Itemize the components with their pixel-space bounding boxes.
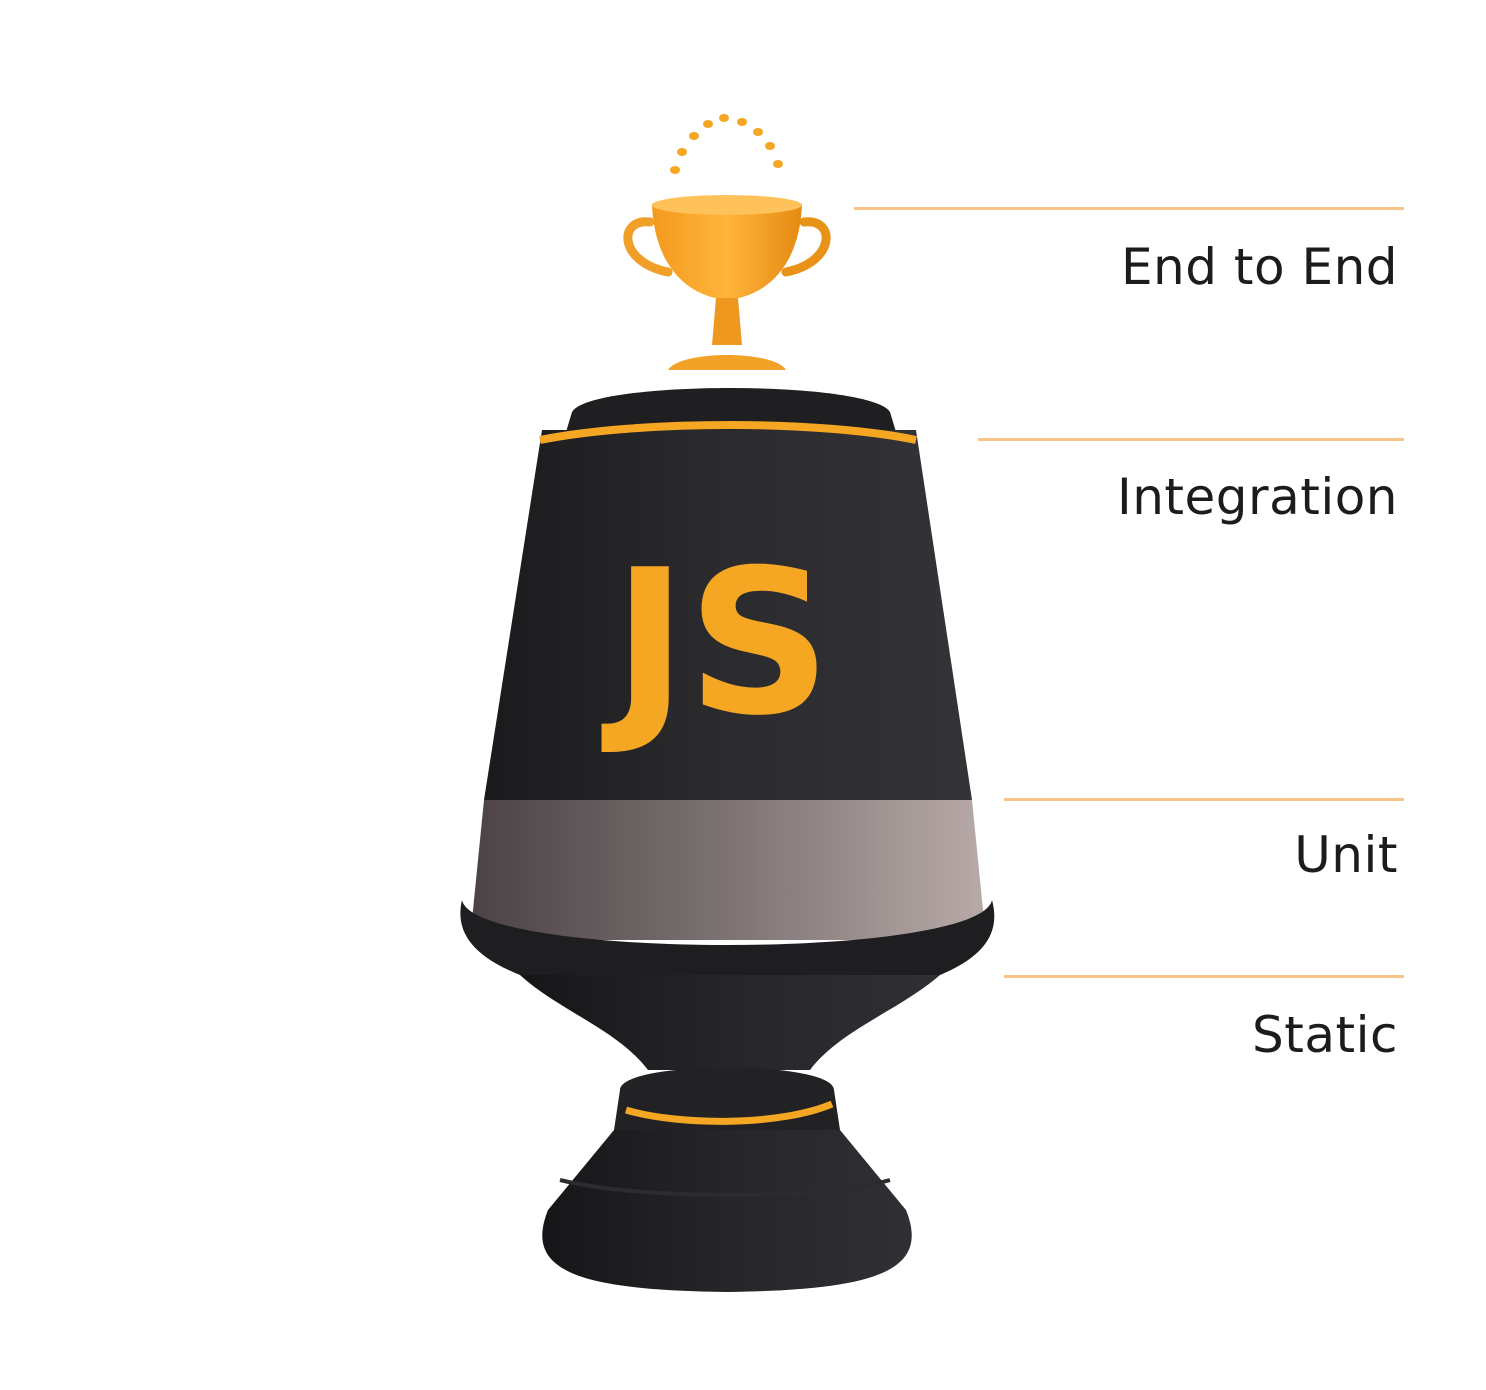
js-logo: JS	[601, 527, 831, 760]
trophy-base	[542, 1130, 912, 1292]
trophy-neck	[520, 975, 940, 1070]
divider-unit	[1004, 798, 1404, 801]
trophy-lid	[566, 388, 896, 432]
divider-end-to-end	[854, 207, 1404, 210]
label-integration: Integration	[1116, 468, 1398, 526]
trophy-rim	[460, 900, 995, 975]
trophy-band	[470, 800, 986, 940]
divider-integration	[978, 438, 1404, 441]
gold-cup-icon	[623, 195, 831, 370]
laurel-icon	[670, 114, 783, 174]
trophy-collar-stripe	[625, 1100, 834, 1125]
trophy-top-stripe	[539, 421, 917, 444]
label-static: Static	[1252, 1006, 1398, 1064]
label-unit: Unit	[1294, 826, 1398, 884]
divider-static	[1004, 975, 1404, 978]
label-end-to-end: End to End	[1120, 238, 1398, 296]
trophy-body	[484, 430, 972, 800]
